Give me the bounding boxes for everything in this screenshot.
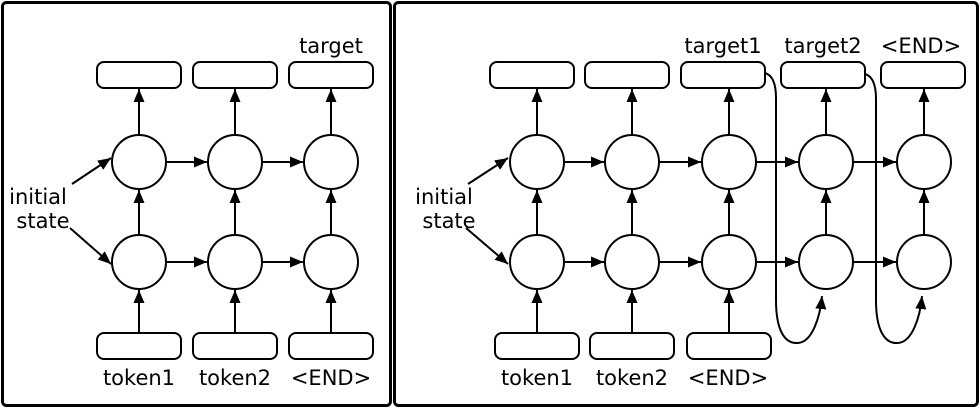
rnn-cell	[207, 234, 263, 290]
token-label: <END>	[688, 366, 768, 390]
token-label: <END>	[291, 366, 371, 390]
initial-state-label: initial	[415, 185, 473, 209]
left-input-box-3	[288, 332, 374, 360]
right-output-box-3	[680, 61, 766, 89]
rnn-cell	[207, 134, 263, 190]
rnn-cell	[798, 134, 854, 190]
rnn-cell	[303, 134, 359, 190]
rnn-cell	[111, 234, 167, 290]
initial-state-label: initial	[9, 185, 67, 209]
rnn-cell	[509, 234, 565, 290]
initial-state-label: state	[16, 209, 69, 233]
rnn-cell	[798, 234, 854, 290]
initial-state-label: state	[422, 209, 475, 233]
target-label: target	[299, 34, 363, 58]
arrow-initial-state-top	[467, 157, 509, 185]
right-output-box-5	[880, 61, 966, 89]
arrow-initial-state-bottom	[465, 227, 509, 265]
left-output-box-3	[288, 61, 374, 89]
target-label: <END>	[881, 34, 961, 58]
feedback-curve-1	[764, 72, 827, 345]
rnn-cell	[896, 134, 952, 190]
token-label: token2	[199, 366, 271, 390]
right-output-box-4	[780, 61, 866, 89]
right-input-box-1	[494, 332, 580, 360]
right-output-box-1	[489, 61, 575, 89]
target-label: target2	[784, 34, 861, 58]
target-label: target1	[684, 34, 761, 58]
arrow-initial-state-bottom	[69, 227, 112, 265]
left-output-box-1	[96, 61, 182, 89]
arrow-initial-state-top	[71, 157, 112, 185]
left-panel-border	[1, 1, 392, 407]
rnn-cell	[111, 134, 167, 190]
token-label: token1	[501, 366, 573, 390]
right-input-box-3	[686, 332, 772, 360]
left-output-box-2	[192, 61, 278, 89]
rnn-cell	[701, 234, 757, 290]
left-input-box-2	[192, 332, 278, 360]
left-input-box-1	[96, 332, 182, 360]
right-panel: target1 target2 <END> token1 token2 <END…	[393, 1, 979, 407]
rnn-cell	[604, 234, 660, 290]
right-panel-border	[393, 1, 979, 407]
right-output-box-2	[584, 61, 670, 89]
token-label: token1	[103, 366, 175, 390]
feedback-curve-2	[864, 73, 927, 345]
rnn-cell	[303, 234, 359, 290]
rnn-cell	[604, 134, 660, 190]
rnn-cell	[896, 234, 952, 290]
rnn-cell	[701, 134, 757, 190]
rnn-cell	[509, 134, 565, 190]
right-input-box-2	[589, 332, 675, 360]
token-label: token2	[596, 366, 668, 390]
left-panel: target token1 token2 <END> initial state	[1, 1, 392, 407]
